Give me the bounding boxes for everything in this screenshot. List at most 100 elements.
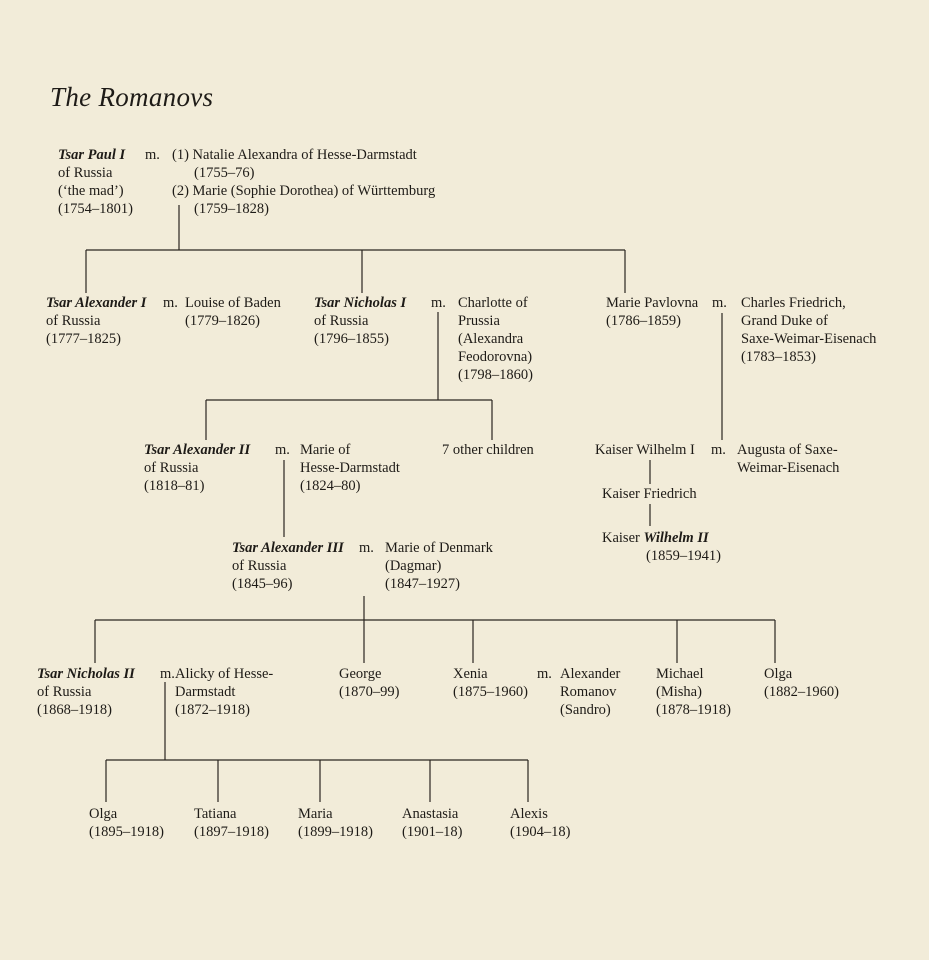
wilhelm2-dates: (1859–1941)	[646, 548, 721, 564]
person-george: George (1870–99)	[339, 665, 399, 701]
person-detail-line: (1786–1859)	[606, 313, 681, 329]
person-marie-denmark: Marie of Denmark(Dagmar)(1847–1927)	[385, 539, 493, 593]
person-detail-line: Grand Duke of	[741, 313, 828, 329]
person-detail-line: (1754–1801)	[58, 201, 133, 217]
person-detail-line: Michael	[656, 666, 704, 682]
person-detail-line: Olga	[89, 806, 118, 822]
marriage-mark-alexander3: m.	[359, 540, 374, 556]
person-detail-line: 7 other children	[442, 442, 534, 458]
person-detail-line: Darmstadt	[175, 684, 236, 700]
person-detail-line: (1895–1918)	[89, 824, 164, 840]
person-detail-line: (1759–1828)	[194, 201, 269, 217]
person-name: Tsar Nicholas I	[314, 295, 407, 311]
person-detail-line: (1824–80)	[300, 478, 361, 494]
person-detail-line: (1897–1918)	[194, 824, 269, 840]
person-detail-line: of Russia	[144, 460, 199, 476]
person-alexander2: Tsar Alexander II of Russia (1818–81)	[144, 441, 250, 495]
person-detail-line: George	[339, 666, 382, 682]
person-name: Tsar Nicholas II	[37, 666, 135, 682]
person-detail-line: (1901–18)	[402, 824, 463, 840]
person-xenia: Xenia(1875–1960)	[453, 665, 528, 701]
person-detail-line: (1796–1855)	[314, 331, 389, 347]
person-detail-line: (1899–1918)	[298, 824, 373, 840]
person-alicky: Alicky of Hesse-Darmstadt(1872–1918)	[175, 665, 273, 719]
person-olga: Olga (1895–1918)	[89, 805, 164, 841]
person-detail-line: (1777–1825)	[46, 331, 121, 347]
person-detail-line: Romanov	[560, 684, 617, 700]
person-detail-line: (1872–1918)	[175, 702, 250, 718]
person-tatiana: Tatiana (1897–1918)	[194, 805, 269, 841]
person-detail-line: Saxe-Weimar-Eisenach	[741, 331, 877, 347]
person-wilhelm1: Kaiser Wilhelm I	[595, 441, 695, 459]
person-detail-line: (1870–99)	[339, 684, 400, 700]
person-kaiser-friedrich: Kaiser Friedrich	[602, 485, 697, 503]
person-detail-line: Xenia	[453, 666, 488, 682]
person-detail-line: (Sandro)	[560, 702, 611, 718]
person-detail-line: Prussia	[458, 313, 500, 329]
marriage-mark-nicholas1: m.	[431, 295, 446, 311]
page-title: The Romanovs	[50, 82, 214, 112]
person-detail-line: (1882–1960)	[764, 684, 839, 700]
person-detail-line: Marie of	[300, 442, 351, 458]
person-detail-line: Alexis	[510, 806, 548, 822]
person-detail-line: (2) Marie (Sophie Dorothea) of Württembu…	[172, 183, 436, 199]
wilhelm2-prefix: Kaiser	[602, 530, 640, 546]
person-detail-line: Charles Friedrich,	[741, 295, 846, 311]
person-detail-line: Louise of Baden	[185, 295, 281, 311]
person-detail-line: (1878–1918)	[656, 702, 731, 718]
person-detail-line: (‘the mad’)	[58, 183, 124, 199]
person-detail-line: of Russia	[58, 165, 113, 181]
person-olga-sister: Olga(1882–1960)	[764, 665, 839, 701]
marriage-mark-wilhelm1: m.	[711, 442, 726, 458]
person-louise: Louise of Baden(1779–1826)	[185, 294, 281, 330]
marriage-mark-xenia: m.	[537, 666, 552, 682]
spouses-paul: (1) Natalie Alexandra of Hesse-Darmstadt…	[172, 146, 435, 218]
person-wilhelm2: Kaiser Wilhelm II (1859–1941)	[602, 529, 721, 565]
person-marie-pavlovna: Marie Pavlovna (1786–1859)	[606, 294, 698, 330]
person-anastasia: Anastasia(1901–18)	[402, 805, 462, 841]
person-detail-line: Charlotte of	[458, 295, 528, 311]
person-detail-line: (1845–96)	[232, 576, 293, 592]
person-charles-friedrich: Charles Friedrich, Grand Duke of Saxe-Weim…	[741, 294, 876, 366]
wilhelm2-name: Wilhelm II	[643, 530, 709, 546]
person-detail-line: (1847–1927)	[385, 576, 460, 592]
person-detail-line: of Russia	[314, 313, 369, 329]
person-paul: Tsar Paul I of Russia (‘the mad’) (1754–180…	[58, 146, 133, 218]
person-alexander3: Tsar Alexander III of Russia (1845–96)	[232, 539, 344, 593]
marriage-mark-alexander2: m.	[275, 442, 290, 458]
person-alexis: Alexis (1904–18)	[510, 805, 570, 841]
person-michael: Michael (Misha) (1878–1918)	[656, 665, 731, 719]
person-name: Tsar Paul I	[58, 147, 126, 163]
person-detail-line: Feodorovna)	[458, 349, 533, 365]
person-detail-line: of Russia	[232, 558, 287, 574]
person-other-children: 7 other children	[442, 441, 534, 459]
marriage-mark-nicholas2: m.	[160, 666, 175, 682]
person-detail-line: (1) Natalie Alexandra of Hesse-Darmstadt	[172, 147, 417, 163]
person-detail-line: Kaiser Friedrich	[602, 486, 697, 502]
person-augusta: Augusta of Saxe-Weimar-Eisenach	[737, 441, 839, 477]
person-detail-line: (1798–1860)	[458, 367, 533, 383]
person-detail-line: (Dagmar)	[385, 558, 442, 574]
person-detail-line: Marie Pavlovna	[606, 295, 699, 311]
person-detail-line: (Misha)	[656, 684, 702, 700]
person-detail-line: Tatiana	[194, 806, 237, 822]
person-maria: Maria (1899–1918)	[298, 805, 373, 841]
person-detail-line: Augusta of Saxe-	[737, 442, 838, 458]
person-name: Tsar Alexander II	[144, 442, 251, 458]
person-name: Tsar Alexander III	[232, 540, 344, 556]
person-detail-line: Maria	[298, 806, 333, 822]
person-detail-line: Alexander	[560, 666, 621, 682]
person-detail-line: (1755–76)	[194, 165, 255, 181]
person-nicholas1: Tsar Nicholas I of Russia (1796–1855)	[314, 294, 406, 348]
person-detail-line: Kaiser Wilhelm I	[595, 442, 695, 458]
person-detail-line: (1783–1853)	[741, 349, 816, 365]
person-detail-line: (1818–81)	[144, 478, 205, 494]
marriage-mark-pavlovna: m.	[712, 295, 727, 311]
person-detail-line: (1904–18)	[510, 824, 571, 840]
